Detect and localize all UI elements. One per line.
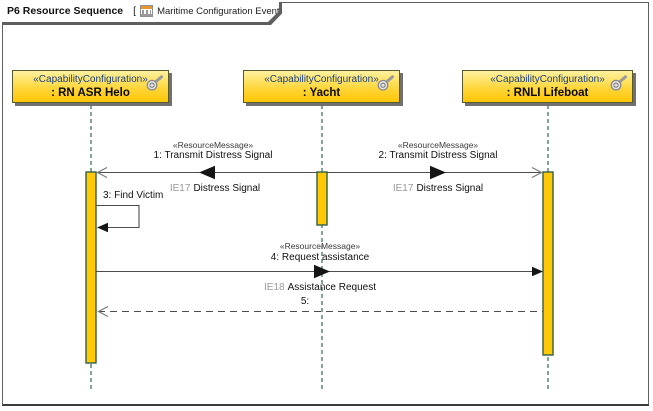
info-element-name: Assistance Request (287, 282, 376, 293)
message-2-transmit-distress-signal[interactable] (327, 165, 543, 180)
lifeline-name: : RN ASR Helo (51, 87, 130, 99)
info-flow-triangle-icon (430, 165, 446, 180)
diagram-title-tab-content: P6 Resource Sequence [ Maritime Configur… (0, 0, 279, 22)
lifeline-head-yacht[interactable]: «CapabilityConfiguration» : Yacht (243, 70, 400, 103)
page-title: P6 Resource Sequence (7, 5, 124, 17)
activation-bar-rn-asr-helo[interactable] (85, 171, 97, 364)
message-2-label[interactable]: 2: Transmit Distress Signal (378, 150, 498, 161)
message-3-find-victim[interactable] (96, 204, 140, 233)
info-flow-triangle-icon (314, 264, 330, 279)
diagram-kind-icon-columns (142, 10, 151, 14)
open-arrowhead-icon (96, 166, 108, 179)
lifeline-name: : RNLI Lifeboat (506, 87, 589, 99)
diagram-kind-icon-base (141, 14, 152, 16)
info-element-name: Distress Signal (193, 183, 261, 194)
info-element-id: IE18 (264, 282, 285, 293)
lifeline-stereotype: «CapabilityConfiguration» (264, 74, 379, 85)
lifeline-head-rnli-lifeboat[interactable]: «CapabilityConfiguration» : RNLI Lifeboa… (462, 70, 633, 103)
message-5-reply[interactable] (97, 305, 543, 318)
message-1-transmit-distress-signal[interactable] (96, 165, 317, 180)
message-5-label[interactable]: 5: (300, 296, 310, 307)
capability-configuration-icon (377, 75, 394, 91)
diagram-name: Maritime Configuration Event Trace (157, 5, 306, 17)
lifeline-name: : Yacht (302, 87, 341, 99)
filled-arrowhead-icon (97, 222, 108, 233)
message-3-label[interactable]: 3: Find Victim (103, 190, 164, 201)
lifeline-stereotype: «CapabilityConfiguration» (490, 74, 605, 85)
info-flow-triangle-icon (199, 165, 215, 180)
capability-configuration-icon (610, 75, 627, 91)
diagram-kind-icon-roof (141, 6, 152, 9)
message-1-stereotype[interactable]: «ResourceMessage» (172, 140, 254, 150)
message-2-stereotype[interactable]: «ResourceMessage» (397, 140, 479, 150)
filled-arrowhead-icon (532, 266, 543, 277)
diagram-kind-icon (140, 5, 153, 17)
info-element-id: IE17 (392, 183, 414, 194)
activation-bar-yacht[interactable] (316, 171, 328, 226)
open-arrowhead-icon (531, 166, 543, 179)
message-4-request-assistance[interactable] (96, 264, 543, 279)
info-element-id: IE17 (169, 183, 191, 194)
info-element-name: Distress Signal (416, 183, 484, 194)
message-1-label[interactable]: 1: Transmit Distress Signal (153, 150, 273, 161)
open-arrowhead-icon (97, 305, 109, 318)
message-4-stereotype[interactable]: «ResourceMessage» (279, 241, 361, 251)
message-4-label[interactable]: 4: Request assistance (270, 252, 370, 263)
title-open-bracket: [ (133, 5, 137, 17)
lifeline-head-rn-asr-helo[interactable]: «CapabilityConfiguration» : RN ASR Helo (12, 70, 169, 103)
capability-configuration-icon (146, 75, 163, 91)
lifeline-stereotype: «CapabilityConfiguration» (33, 74, 148, 85)
activation-bar-rnli-lifeboat[interactable] (542, 171, 554, 356)
